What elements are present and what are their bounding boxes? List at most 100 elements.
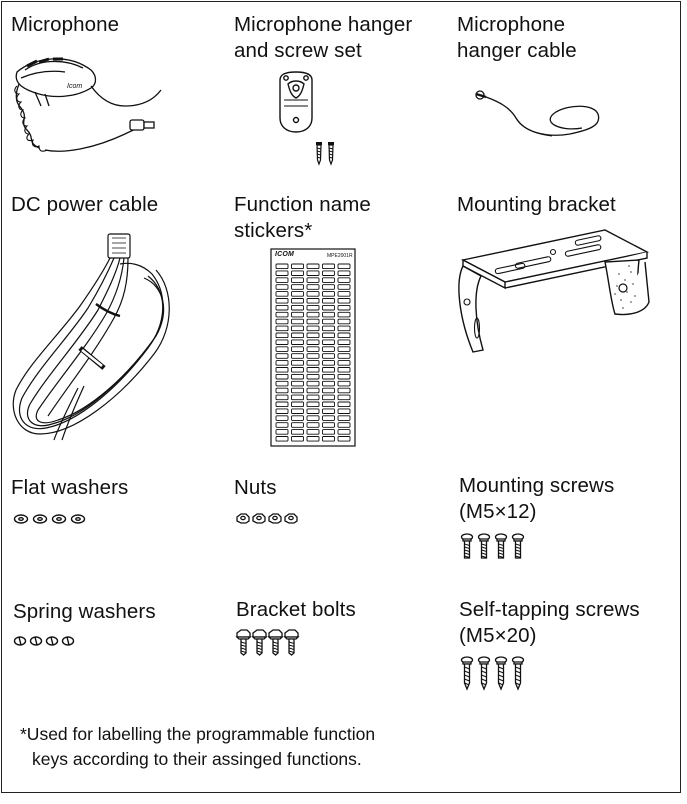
sticker-cell <box>291 387 304 394</box>
sticker-cell <box>337 401 351 408</box>
microphone-label: Microphone <box>11 13 120 36</box>
sticker-cell <box>337 415 351 421</box>
sticker-cell <box>291 422 304 428</box>
sticker-cell <box>275 304 289 311</box>
sticker-cell <box>291 263 304 270</box>
self-tapping-screws-label-line1: Self-tapping screws <box>459 598 640 621</box>
sticker-cell <box>337 332 351 339</box>
sticker-cell <box>337 394 351 401</box>
sticker-cell <box>306 394 320 401</box>
function-stickers-label: Function name stickers* <box>234 192 371 244</box>
sticker-cell <box>306 332 320 339</box>
footnote: *Used for labelling the programmable fun… <box>20 722 375 772</box>
sticker-cell <box>337 367 351 373</box>
bracket-bolts-label: Bracket bolts <box>236 598 356 621</box>
sticker-cell <box>291 367 304 373</box>
function-stickers-label-line2: stickers* <box>234 219 313 242</box>
function-stickers-label-line1: Function name <box>234 193 371 216</box>
sticker-cell <box>291 360 304 366</box>
self-tapping-screws-label: Self-tapping screws (M5×20) <box>459 597 640 649</box>
sticker-cell <box>322 436 335 442</box>
sticker-cell <box>291 318 304 325</box>
sticker-cell <box>291 291 304 297</box>
sticker-cell <box>306 380 320 387</box>
sticker-cell <box>306 284 320 290</box>
sticker-brand-text: ICOM <box>275 251 295 258</box>
sticker-cell <box>337 346 351 352</box>
sticker-cell <box>275 373 289 380</box>
hanger-cable-label: Microphone hanger cable <box>457 12 577 64</box>
nuts-label: Nuts <box>234 476 277 499</box>
microphone-hanger-icon <box>279 71 334 166</box>
sticker-cell <box>306 415 320 421</box>
sticker-cell <box>322 408 335 414</box>
sticker-cell <box>275 380 289 387</box>
sticker-cell <box>306 373 320 380</box>
sticker-cell <box>291 298 304 304</box>
sticker-cell <box>337 380 351 387</box>
sticker-cell <box>337 304 351 311</box>
sticker-cell <box>337 291 351 297</box>
mounting-screws-icon <box>460 533 525 559</box>
sticker-cell <box>322 394 335 401</box>
sticker-cell <box>337 387 351 394</box>
spring-washers-label: Spring washers <box>13 600 156 623</box>
nuts-icon <box>236 513 298 524</box>
sticker-cell <box>275 270 289 276</box>
sticker-cell <box>337 325 351 332</box>
sticker-cell <box>291 277 304 283</box>
sticker-cell <box>275 429 289 435</box>
function-stickers-icon <box>270 248 356 447</box>
sticker-cell <box>306 339 320 345</box>
sticker-cell <box>306 263 320 270</box>
dc-power-cable-icon <box>12 233 170 441</box>
sticker-cell <box>275 401 289 408</box>
sticker-cell <box>306 325 320 332</box>
sticker-cell <box>322 401 335 408</box>
sticker-cell <box>275 298 289 304</box>
sticker-cell <box>291 270 304 276</box>
sticker-model-text: MPE2001R <box>327 253 353 259</box>
bracket-bolts-icon <box>235 629 300 656</box>
sticker-cell <box>275 277 289 283</box>
sticker-cell <box>306 311 320 318</box>
sticker-cell <box>337 284 351 290</box>
sticker-cell <box>275 415 289 421</box>
sticker-cell <box>291 346 304 352</box>
sticker-cell <box>337 318 351 325</box>
sticker-cell <box>322 373 335 380</box>
sticker-cell <box>322 325 335 332</box>
sticker-cell <box>322 353 335 359</box>
sticker-cell <box>306 367 320 373</box>
mounting-screws-label-line2: (M5×12) <box>459 500 537 523</box>
microphone-hanger-label-line2: and screw set <box>234 39 362 62</box>
sticker-cell <box>306 270 320 276</box>
sticker-cell <box>322 415 335 421</box>
sticker-cell <box>322 429 335 435</box>
mounting-bracket-label: Mounting bracket <box>457 193 616 216</box>
sticker-cell <box>291 311 304 318</box>
sticker-cell <box>322 367 335 373</box>
sticker-cell <box>337 263 351 270</box>
sticker-cell <box>337 277 351 283</box>
sticker-cell <box>275 311 289 318</box>
sticker-cell <box>337 311 351 318</box>
sticker-cell <box>291 284 304 290</box>
sticker-cell <box>291 373 304 380</box>
flat-washers-label: Flat washers <box>11 476 129 499</box>
sticker-cell <box>291 325 304 332</box>
footnote-line1: *Used for labelling the programmable fun… <box>20 724 376 744</box>
sticker-cell <box>306 346 320 352</box>
sticker-cell <box>306 422 320 428</box>
self-tapping-screws-label-line2: (M5×20) <box>459 624 537 647</box>
sticker-cell <box>322 332 335 339</box>
self-tapping-screws-icon <box>460 656 525 691</box>
sticker-cell <box>275 394 289 401</box>
sticker-cell <box>291 401 304 408</box>
sticker-cell <box>275 408 289 414</box>
sticker-cell <box>306 318 320 325</box>
hanger-cable-label-line1: Microphone <box>457 13 566 36</box>
microphone-icon: Icom <box>14 57 162 152</box>
sticker-cell <box>275 367 289 373</box>
sticker-cell <box>275 318 289 325</box>
